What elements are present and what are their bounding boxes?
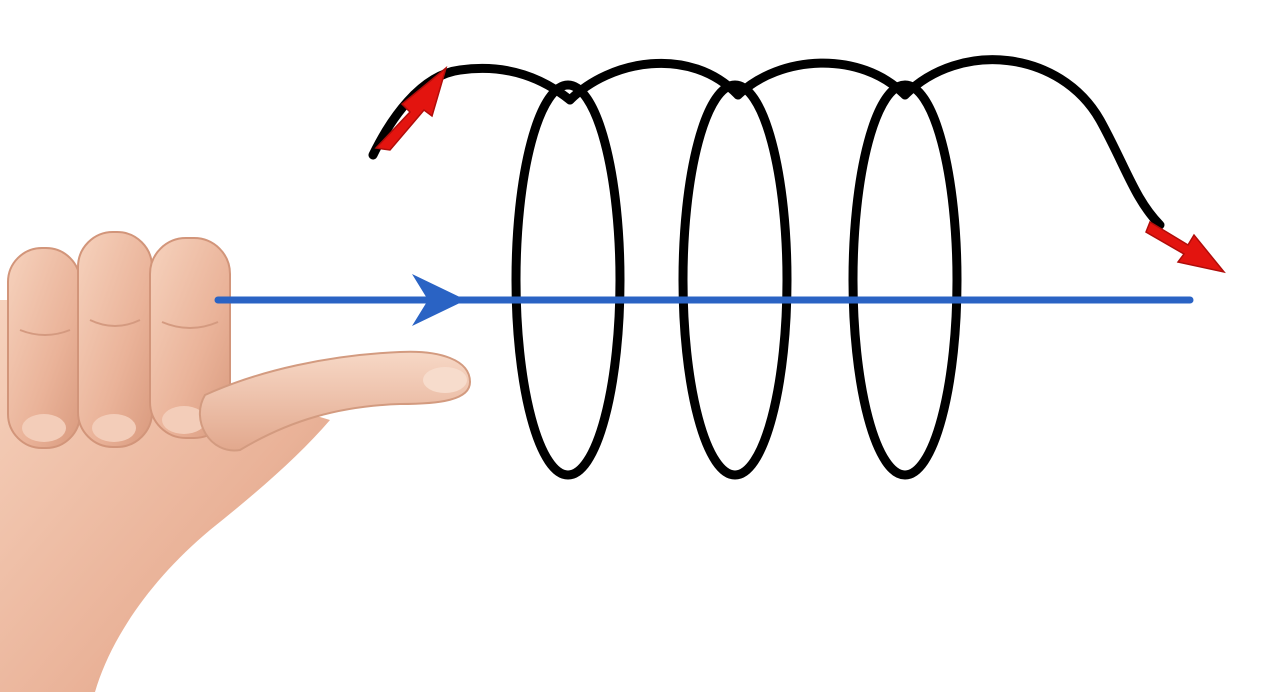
thumb-nail <box>423 367 467 393</box>
hand-icon <box>0 231 472 692</box>
coil-loop-2 <box>678 80 792 480</box>
coil-arch-1 <box>565 58 743 105</box>
nail-2 <box>92 414 136 442</box>
nail-3 <box>162 406 206 434</box>
finger-3 <box>149 237 231 439</box>
nail-1 <box>22 414 66 442</box>
thumb <box>199 350 472 452</box>
current-arrow-icon <box>374 65 1226 274</box>
axis-arrow-icon <box>214 274 1194 326</box>
coil-lead-out <box>900 55 1165 230</box>
current-arrow-right <box>1145 220 1226 274</box>
axis-arrowhead <box>412 274 466 326</box>
coil-arch-2 <box>733 58 910 100</box>
coil-lead-in <box>368 63 575 160</box>
coil-loop-1 <box>511 80 625 480</box>
coil-loop-3 <box>848 80 962 480</box>
current-arrow-left <box>374 65 448 151</box>
coil-icon <box>368 55 1165 480</box>
